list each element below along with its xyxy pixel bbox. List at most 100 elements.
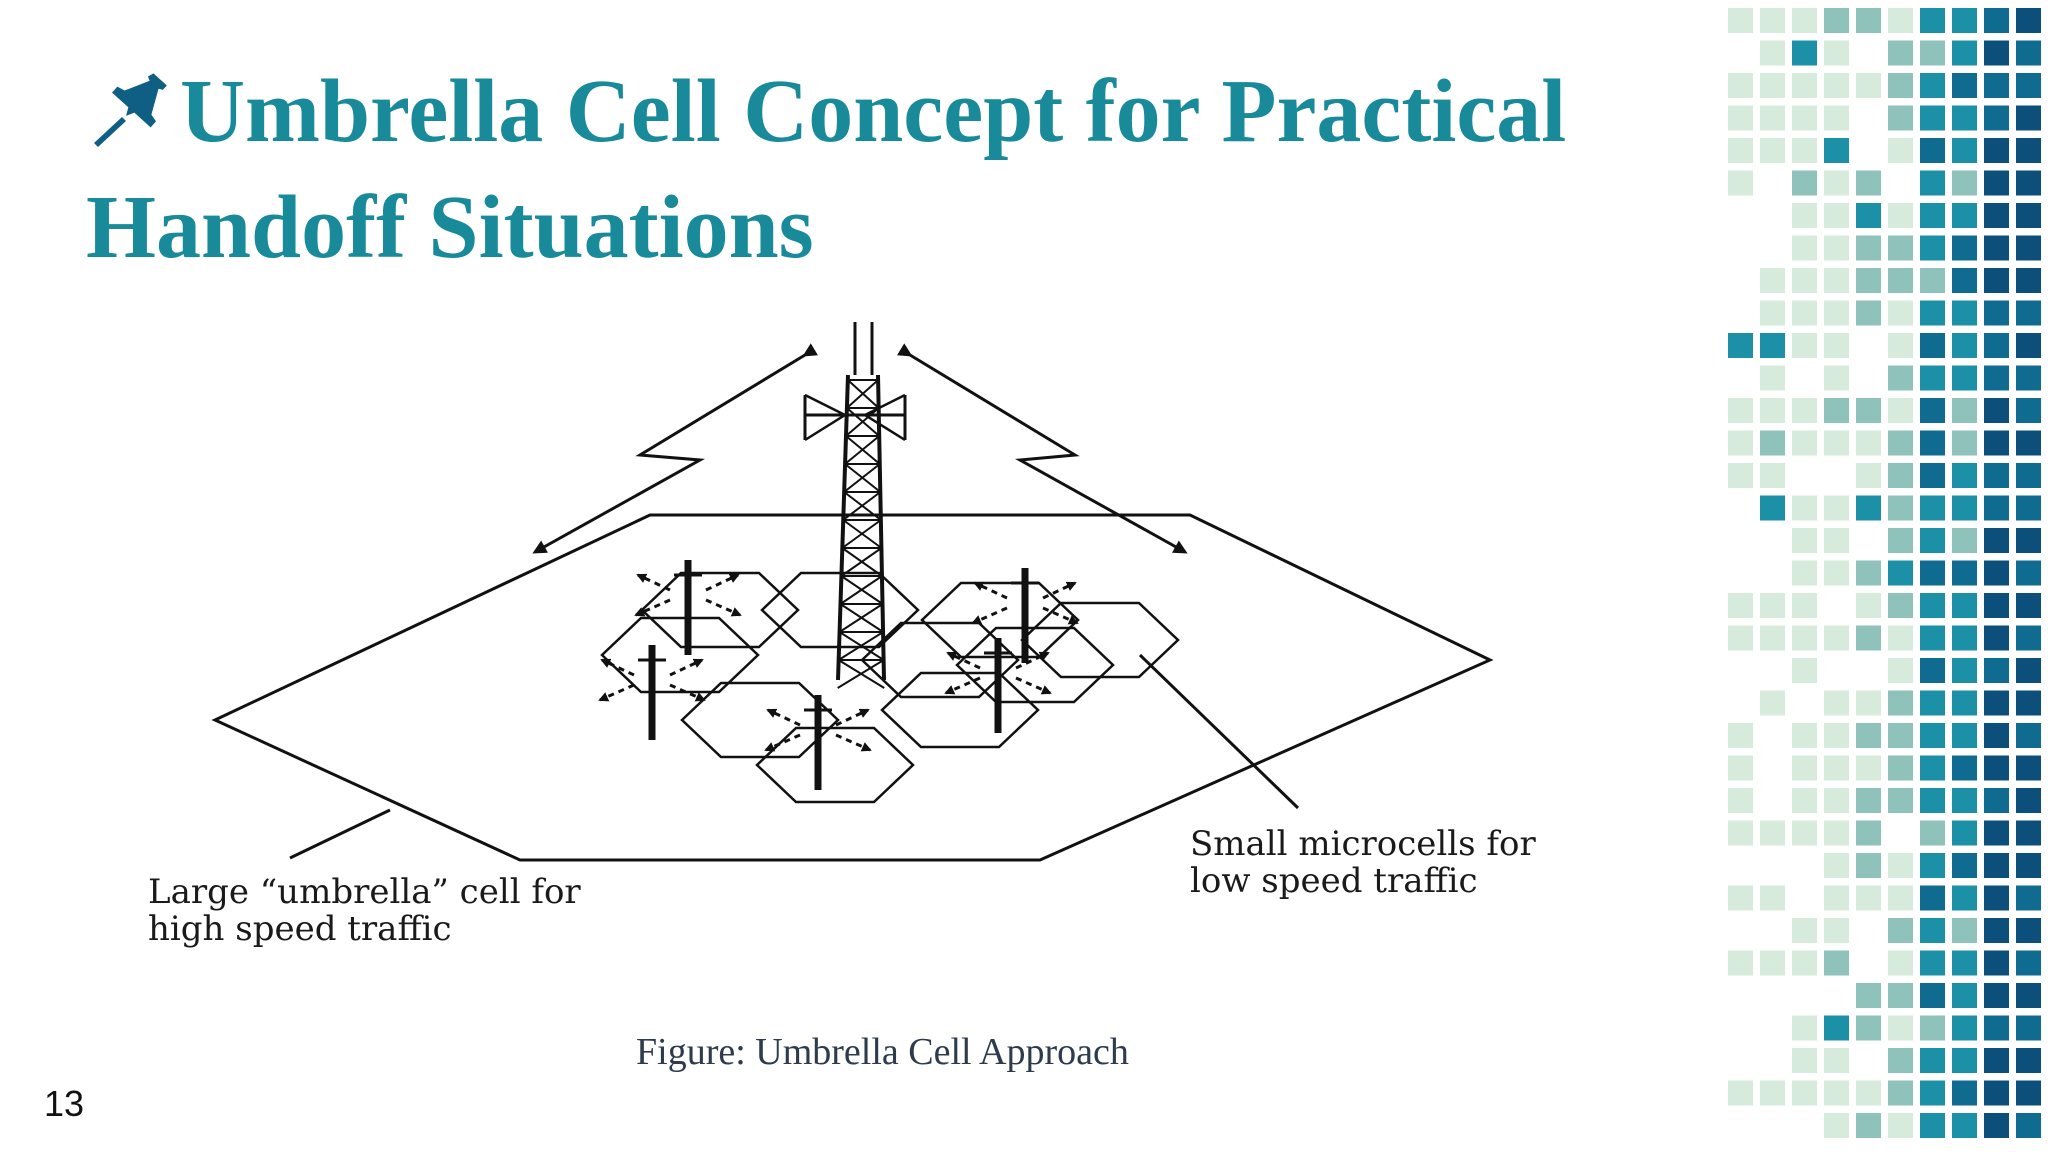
mosaic-tile (1984, 1113, 2009, 1138)
mosaic-tile (1952, 820, 1977, 846)
mosaic-tile (1888, 365, 1913, 391)
mosaic-tile (1984, 1048, 2009, 1073)
mosaic-tile (1920, 690, 1945, 716)
mosaic-tile (2016, 73, 2041, 98)
mosaic-tile (1792, 593, 1817, 618)
mosaic-tile (1888, 1113, 1913, 1138)
mosaic-tile (2016, 463, 2041, 488)
mosaic-tile (1952, 593, 1977, 618)
microcell-hexagon (1020, 601, 1180, 679)
mosaic-tile (2016, 1048, 2041, 1073)
mosaic-tile (1920, 430, 1945, 456)
mosaic-tile (1792, 398, 1817, 423)
umbrella-label-line1: Large “umbrella” cell for (148, 872, 581, 912)
mosaic-tile (1888, 1015, 1913, 1041)
mosaic-tile (1824, 950, 1849, 976)
mosaic-tile (1824, 885, 1849, 911)
mosaic-tile (1984, 300, 2009, 326)
mosaic-tile (1952, 203, 1977, 228)
mosaic-tile (1984, 268, 2009, 293)
mosaic-tile (1792, 105, 1817, 131)
mosaic-tile (1856, 203, 1881, 228)
pushpin-icon (86, 63, 176, 174)
mosaic-tile (1952, 690, 1977, 716)
mosaic-tile (1856, 560, 1881, 586)
mosaic-tile (1920, 365, 1945, 391)
mosaic-tile (1856, 690, 1881, 716)
mosaic-tile (1728, 73, 1753, 98)
mosaic-tile (1888, 788, 1913, 813)
mosaic-tile (1920, 105, 1945, 131)
mosaic-tile (1984, 950, 2009, 976)
mosaic-tile (1920, 300, 1945, 326)
mosaic-tile (1760, 268, 1785, 293)
mosaic-tile (1856, 300, 1881, 326)
mosaic-tile (1984, 918, 2009, 943)
mosaic-tile (1920, 1113, 1945, 1138)
mosaic-tile (1824, 723, 1849, 748)
mosaic-tile (1984, 170, 2009, 196)
mosaic-tile (1920, 755, 1945, 781)
mosaic-tile (1952, 268, 1977, 293)
mosaic-tile (1792, 73, 1817, 98)
microcell-label-pointer (1138, 653, 1300, 810)
mosaic-tile (2016, 625, 2041, 651)
mosaic-tile (1952, 528, 1977, 553)
mosaic-tile (2016, 690, 2041, 716)
mosaic-tile (1760, 73, 1785, 98)
mosaic-tile (1888, 73, 1913, 98)
mosaic-tile (1888, 885, 1913, 911)
mosaic-tile (1824, 853, 1849, 878)
mosaic-tile (1824, 528, 1849, 553)
mosaic-tile (1824, 690, 1849, 716)
mosaic-tile (1920, 625, 1945, 651)
mosaic-tile (1856, 885, 1881, 911)
mosaic-tile (1888, 853, 1913, 878)
mosaic-tile (1952, 983, 1977, 1008)
mosaic-tile (1920, 723, 1945, 748)
mosaic-tile (2016, 918, 2041, 943)
mosaic-tile (1952, 560, 1977, 586)
mosaic-tile (1856, 170, 1881, 196)
mosaic-tile (1824, 560, 1849, 586)
mosaic-tile (1984, 690, 2009, 716)
mosaic-tile (1792, 268, 1817, 293)
mosaic-tile (1920, 560, 1945, 586)
mosaic-tile (1760, 625, 1785, 651)
mosaic-tile (1856, 8, 1881, 33)
mosaic-tile (1856, 1113, 1881, 1138)
mosaic-tile (1920, 983, 1945, 1008)
mosaic-tile (1824, 1113, 1849, 1138)
mosaic-tile (1760, 593, 1785, 618)
mosaic-tile (1760, 885, 1785, 911)
mosaic-tile (1856, 820, 1881, 846)
mosaic-tile (1792, 560, 1817, 586)
mosaic-tile (1792, 203, 1817, 228)
mosaic-tile (1824, 300, 1849, 326)
microcell-hexagon (755, 726, 915, 804)
mosaic-tile (1952, 8, 1977, 33)
slide-title-text: Umbrella Cell Concept for Practical Hand… (86, 62, 1567, 277)
mosaic-tile (1792, 138, 1817, 163)
mosaic-tile (1952, 398, 1977, 423)
mosaic-tile (2016, 1113, 2041, 1138)
mosaic-tile (1888, 1048, 1913, 1073)
figure-caption: Figure: Umbrella Cell Approach (636, 1031, 1129, 1073)
mosaic-tile (1920, 8, 1945, 33)
mosaic-tile (1920, 398, 1945, 423)
mosaic-tile (2016, 560, 2041, 586)
mosaic-tile (1760, 365, 1785, 391)
mosaic-tile (1760, 8, 1785, 33)
mosaic-tile (1728, 170, 1753, 196)
mosaic-tile (1920, 1080, 1945, 1106)
mosaic-tile (1984, 105, 2009, 131)
mosaic-tile (1984, 235, 2009, 261)
mosaic-tile (1792, 950, 1817, 976)
mosaic-tile (1920, 235, 1945, 261)
mosaic-tile (1984, 333, 2009, 358)
mosaic-tile (1888, 950, 1913, 976)
mosaic-tile (1920, 885, 1945, 911)
mosaic-tile (1984, 203, 2009, 228)
mosaic-tile (1856, 463, 1881, 488)
mosaic-tile (1728, 138, 1753, 163)
